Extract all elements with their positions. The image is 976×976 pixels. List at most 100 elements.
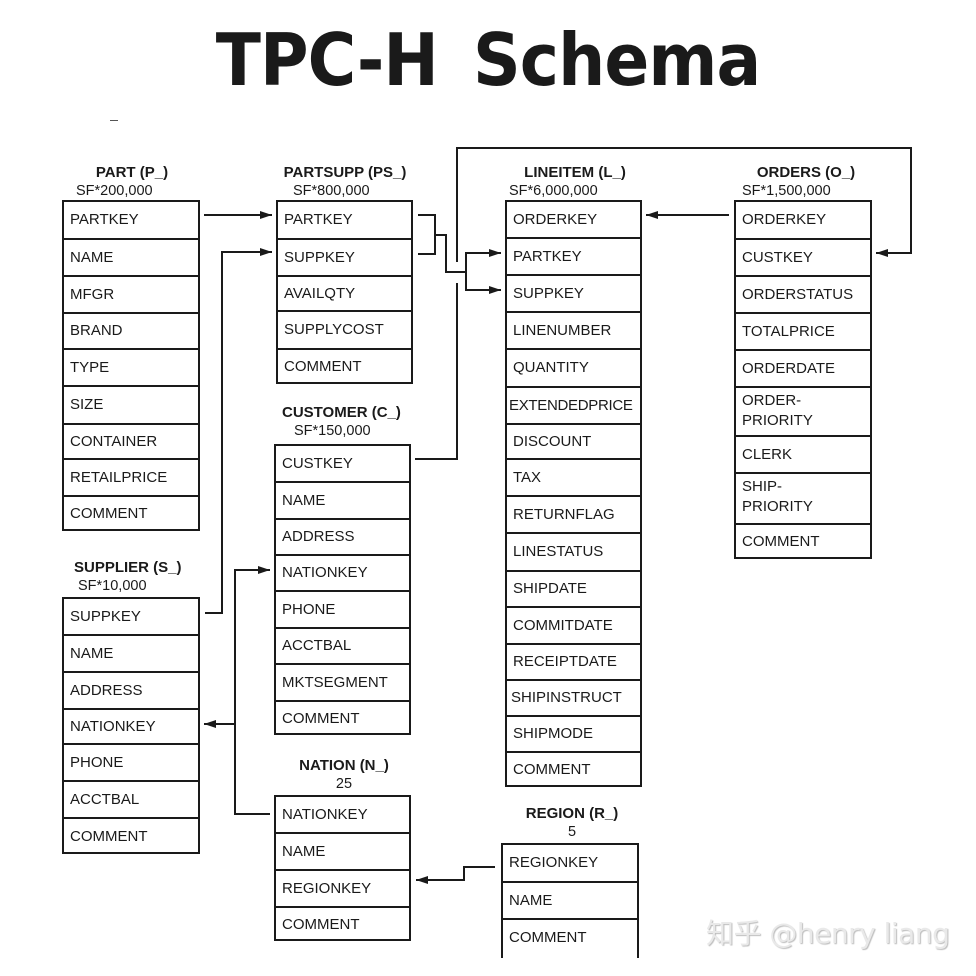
column-phone: PHONE bbox=[64, 743, 198, 780]
column-shippriority: SHIP- PRIORITY bbox=[736, 472, 870, 523]
table-region-name: REGION (R_) bbox=[525, 805, 619, 822]
column-shipmode: SHIPMODE bbox=[507, 715, 640, 751]
page-title: TPC-H Schema bbox=[215, 18, 761, 102]
column-orderpriority: ORDER- PRIORITY bbox=[736, 386, 870, 435]
column-linenumber: LINENUMBER bbox=[507, 311, 640, 348]
column-retailprice: RETAILPRICE bbox=[64, 458, 198, 495]
column-orderkey: ORDERKEY bbox=[513, 210, 598, 228]
column-name: NAME bbox=[503, 881, 637, 918]
column-regionkey: REGIONKEY bbox=[276, 869, 409, 906]
table-supplier-cardinality: SF*10,000 bbox=[78, 578, 147, 594]
column-tax: TAX bbox=[507, 458, 640, 495]
column-orderkey: ORDERKEY bbox=[742, 211, 827, 228]
column-receiptdate: RECEIPTDATE bbox=[507, 643, 640, 679]
column-comment: COMMENT bbox=[64, 817, 198, 854]
table-supplier-header: SUPPLIER (S_) SF*10,000 bbox=[68, 559, 198, 595]
table-customer: CUSTKEY NAME ADDRESS NATIONKEY PHONE ACC… bbox=[274, 444, 411, 735]
table-partsupp-cardinality: SF*800,000 bbox=[293, 183, 370, 199]
column-comment: COMMENT bbox=[503, 918, 637, 958]
table-lineitem-header: LINEITEM (L_) SF*6,000,000 bbox=[505, 164, 645, 200]
stray-mark bbox=[110, 120, 118, 121]
column-address: ADDRESS bbox=[276, 518, 409, 554]
table-lineitem-cardinality: SF*6,000,000 bbox=[509, 183, 598, 199]
table-orders-header: ORDERS (O_) SF*1,500,000 bbox=[736, 164, 876, 200]
column-name: NAME bbox=[276, 481, 409, 518]
column-orderdate: ORDERDATE bbox=[736, 349, 870, 386]
table-customer-name: CUSTOMER (C_) bbox=[282, 404, 401, 421]
column-name: NAME bbox=[64, 634, 198, 671]
table-region-header: REGION (R_) 5 bbox=[501, 805, 643, 841]
table-nation: NATIONKEY NAME REGIONKEY COMMENT bbox=[274, 795, 411, 941]
column-totalprice: TOTALPRICE bbox=[736, 312, 870, 349]
column-comment: COMMENT bbox=[276, 906, 409, 941]
table-supplier: SUPPKEY NAME ADDRESS NATIONKEY PHONE ACC… bbox=[62, 597, 200, 854]
column-name: NAME bbox=[276, 832, 409, 869]
column-container: CONTAINER bbox=[64, 423, 198, 458]
table-region-cardinality: 5 bbox=[567, 824, 577, 840]
table-partsupp-header: PARTSUPP (PS_) SF*800,000 bbox=[270, 164, 420, 200]
column-discount: DISCOUNT bbox=[507, 423, 640, 458]
link-partsupp-lineitem bbox=[418, 214, 466, 273]
column-nationkey: NATIONKEY bbox=[276, 554, 409, 590]
link-nation-customer bbox=[234, 566, 270, 815]
table-orders-name: ORDERS (O_) bbox=[756, 164, 856, 181]
column-linestatus: LINESTATUS bbox=[507, 532, 640, 570]
table-orders: ORDERKEY CUSTKEY ORDERSTATUS TOTALPRICE … bbox=[734, 200, 872, 559]
column-comment: COMMENT bbox=[64, 495, 198, 531]
table-partsupp: PARTKEY SUPPKEY AVAILQTY SUPPLYCOST COMM… bbox=[276, 200, 413, 384]
column-regionkey: REGIONKEY bbox=[509, 854, 599, 871]
link-region-nation bbox=[416, 866, 495, 884]
table-part-cardinality: SF*200,000 bbox=[76, 183, 153, 199]
column-shipinstruct: SHIPINSTRUCT bbox=[507, 679, 640, 715]
column-name: NAME bbox=[64, 238, 198, 275]
column-availqty: AVAILQTY bbox=[278, 275, 411, 310]
column-partkey: PARTKEY bbox=[507, 237, 640, 274]
column-shipdate: SHIPDATE bbox=[507, 570, 640, 606]
table-supplier-name: SUPPLIER (S_) bbox=[74, 559, 182, 576]
column-suppkey: SUPPKEY bbox=[278, 238, 411, 275]
table-part: PARTKEY NAME MFGR BRAND TYPE SIZE CONTAI… bbox=[62, 200, 200, 531]
column-brand: BRAND bbox=[64, 312, 198, 348]
column-comment: COMMENT bbox=[507, 751, 640, 787]
column-partkey: PARTKEY bbox=[284, 211, 353, 228]
column-supplycost: SUPPLYCOST bbox=[278, 310, 411, 348]
column-commitdate: COMMITDATE bbox=[507, 606, 640, 643]
column-extendedprice: EXTENDEDPRICE bbox=[507, 386, 640, 423]
table-customer-header: CUSTOMER (C_) SF*150,000 bbox=[274, 404, 424, 440]
table-lineitem: ORDERKEY PARTKEY SUPPKEY LINENUMBER QUAN… bbox=[505, 200, 642, 787]
column-quantity: QUANTITY bbox=[507, 348, 640, 386]
table-customer-cardinality: SF*150,000 bbox=[294, 423, 371, 439]
table-nation-header: NATION (N_) 25 bbox=[274, 757, 414, 793]
column-nationkey: NATIONKEY bbox=[282, 805, 368, 823]
column-comment: COMMENT bbox=[276, 700, 409, 735]
column-size: SIZE bbox=[64, 385, 198, 423]
link-supplier-partsupp bbox=[205, 248, 272, 614]
column-custkey: CUSTKEY bbox=[282, 454, 353, 472]
table-partsupp-name: PARTSUPP (PS_) bbox=[283, 164, 407, 181]
column-nationkey: NATIONKEY bbox=[64, 708, 198, 743]
column-mfgr: MFGR bbox=[64, 275, 198, 312]
table-orders-cardinality: SF*1,500,000 bbox=[742, 183, 831, 199]
column-suppkey: SUPPKEY bbox=[507, 274, 640, 311]
table-lineitem-name: LINEITEM (L_) bbox=[524, 164, 626, 181]
watermark: 知乎 @henry liang bbox=[706, 917, 950, 950]
table-region: REGIONKEY NAME COMMENT bbox=[501, 843, 639, 958]
table-nation-name: NATION (N_) bbox=[299, 757, 389, 774]
column-address: ADDRESS bbox=[64, 671, 198, 708]
column-type: TYPE bbox=[64, 348, 198, 385]
column-comment: COMMENT bbox=[736, 523, 870, 559]
column-comment: COMMENT bbox=[278, 348, 411, 384]
column-acctbal: ACCTBAL bbox=[276, 627, 409, 663]
column-custkey: CUSTKEY bbox=[736, 238, 870, 275]
column-phone: PHONE bbox=[276, 590, 409, 627]
column-suppkey: SUPPKEY bbox=[70, 607, 141, 625]
column-returnflag: RETURNFLAG bbox=[507, 495, 640, 532]
column-acctbal: ACCTBAL bbox=[64, 780, 198, 817]
column-mktsegment: MKTSEGMENT bbox=[276, 663, 409, 700]
table-part-name: PART (P_) bbox=[95, 164, 169, 181]
table-part-header: PART (P_) SF*200,000 bbox=[62, 164, 202, 200]
column-clerk: CLERK bbox=[736, 435, 870, 472]
column-orderstatus: ORDERSTATUS bbox=[736, 275, 870, 312]
link-customer-orders bbox=[415, 147, 912, 460]
